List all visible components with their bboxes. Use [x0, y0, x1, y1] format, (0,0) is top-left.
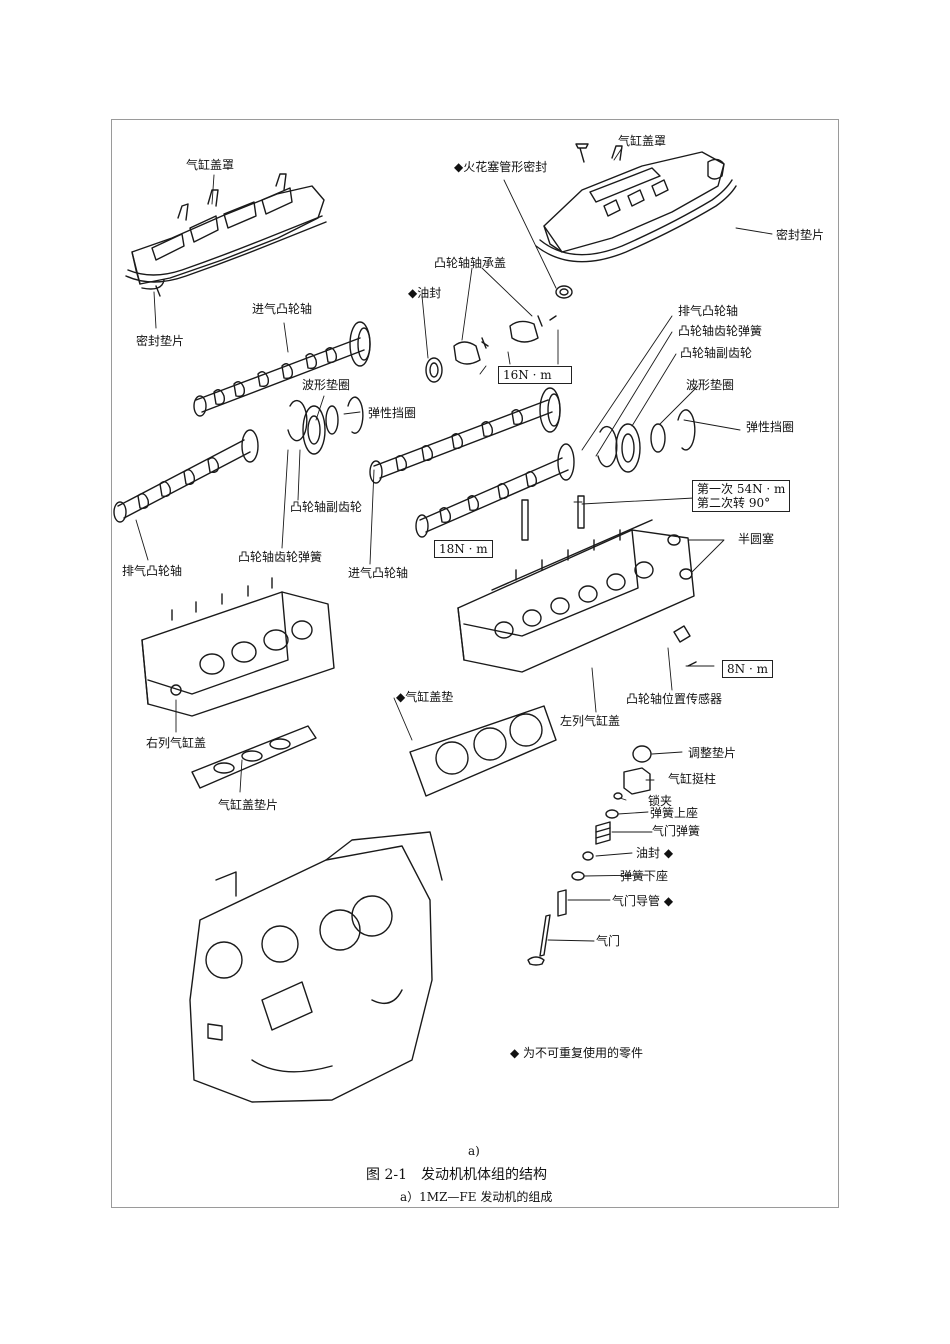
label-intake-cam-left: 进气凸轮轴 [252, 302, 313, 316]
label-exhaust-cam-right: 排气凸轮轴 [678, 304, 739, 318]
valve-train-stack [527, 745, 652, 966]
marked-head-gasket [409, 705, 557, 797]
label-sub-gear-left: 凸轮轴副齿轮 [290, 500, 363, 514]
label-wave-washer-left: 波形垫圈 [302, 378, 351, 392]
label-lifter: 气缸挺柱 [668, 772, 717, 786]
label-spark-seal: ◆火花塞管形密封 [454, 160, 548, 174]
label-bearing-cap: 凸轮轴轴承盖 [434, 256, 507, 270]
right-gear-set [597, 409, 696, 473]
torque-cap-bolt: 16N · m [498, 366, 572, 384]
torque-head-bolt: 第一次 54N · m 第二次转 90° [692, 480, 791, 512]
figure-frame: 气缸盖罩 密封垫片 进气凸轮轴 波形垫圈 弹性挡圈 排气凸轮轴 凸轮轴副齿轮 凸… [111, 119, 839, 1208]
label-exhaust-cam-left: 排气凸轮轴 [122, 564, 183, 578]
label-right-head: 右列气缸盖 [146, 736, 207, 750]
engine-exploded-diagram [113, 143, 773, 1103]
torque-head-step1: 第一次 54N · m [697, 482, 786, 496]
label-keeper: 锁夹 [648, 794, 673, 808]
label-gasket-right: 密封垫片 [776, 228, 825, 242]
label-intake-cam-mid: 进气凸轮轴 [348, 566, 409, 580]
label-head-gasket-marked: ◆气缸盖垫 [396, 690, 454, 704]
label-snap-ring-left: 弹性挡圈 [368, 406, 417, 420]
label-spring-seat: 弹簧下座 [620, 869, 669, 883]
caption-sub-letter: a) [468, 1144, 480, 1158]
camshaft-bearing-cap [425, 315, 557, 383]
label-valve-guide: 气门导管 ◆ [612, 894, 674, 908]
label-gear-spring-right: 凸轮轴齿轮弹簧 [678, 324, 763, 338]
label-left-head: 左列气缸盖 [560, 714, 621, 728]
right-exhaust-camshaft [415, 443, 575, 538]
engine-block [189, 831, 443, 1103]
torque-stud: 18N · m [434, 540, 493, 558]
right-bank-cylinder-head [141, 577, 335, 717]
label-half-plug: 半圆塞 [738, 532, 775, 546]
label-valve: 气门 [596, 934, 621, 948]
label-shim: 调整垫片 [688, 746, 737, 760]
label-oil-seal: ◆油封 [408, 286, 442, 300]
left-gear-set [287, 396, 364, 455]
label-cover-left: 气缸盖罩 [186, 158, 235, 172]
torque-sensor-bolt: 8N · m [722, 660, 773, 678]
label-head-gasket-bottom: 气缸盖垫片 [218, 798, 279, 812]
left-exhaust-camshaft [113, 429, 259, 523]
label-cover-right: 气缸盖罩 [618, 134, 667, 148]
figure-subtitle: a）1MZ—FE 发动机的组成 [400, 1190, 553, 1204]
leader-lines [135, 147, 773, 942]
label-valve-oil-seal: 油封 ◆ [636, 846, 674, 860]
bottom-head-gasket [191, 725, 317, 789]
label-gear-spring-left: 凸轮轴齿轮弹簧 [238, 550, 323, 564]
label-valve-spring: 气门弹簧 [652, 824, 701, 838]
legend-nonreusable: ◆ 为不可重复使用的零件 [510, 1046, 644, 1060]
middle-intake-camshaft [369, 387, 561, 484]
label-gasket-left: 密封垫片 [136, 334, 185, 348]
label-spring-retainer: 弹簧上座 [650, 806, 699, 820]
label-wave-washer-right: 波形垫圈 [686, 378, 735, 392]
left-intake-camshaft [193, 321, 371, 417]
left-cylinder-head-cover [125, 173, 327, 297]
right-cylinder-head-cover [535, 143, 737, 299]
label-cam-sensor: 凸轮轴位置传感器 [626, 692, 723, 706]
figure-title: 图 2-1 发动机机体组的结构 [366, 1167, 547, 1183]
left-bank-cylinder-head [457, 495, 697, 673]
torque-head-step2: 第二次转 90° [697, 496, 771, 510]
label-sub-gear-right: 凸轮轴副齿轮 [680, 346, 753, 360]
label-snap-ring-right: 弹性挡圈 [746, 420, 795, 434]
